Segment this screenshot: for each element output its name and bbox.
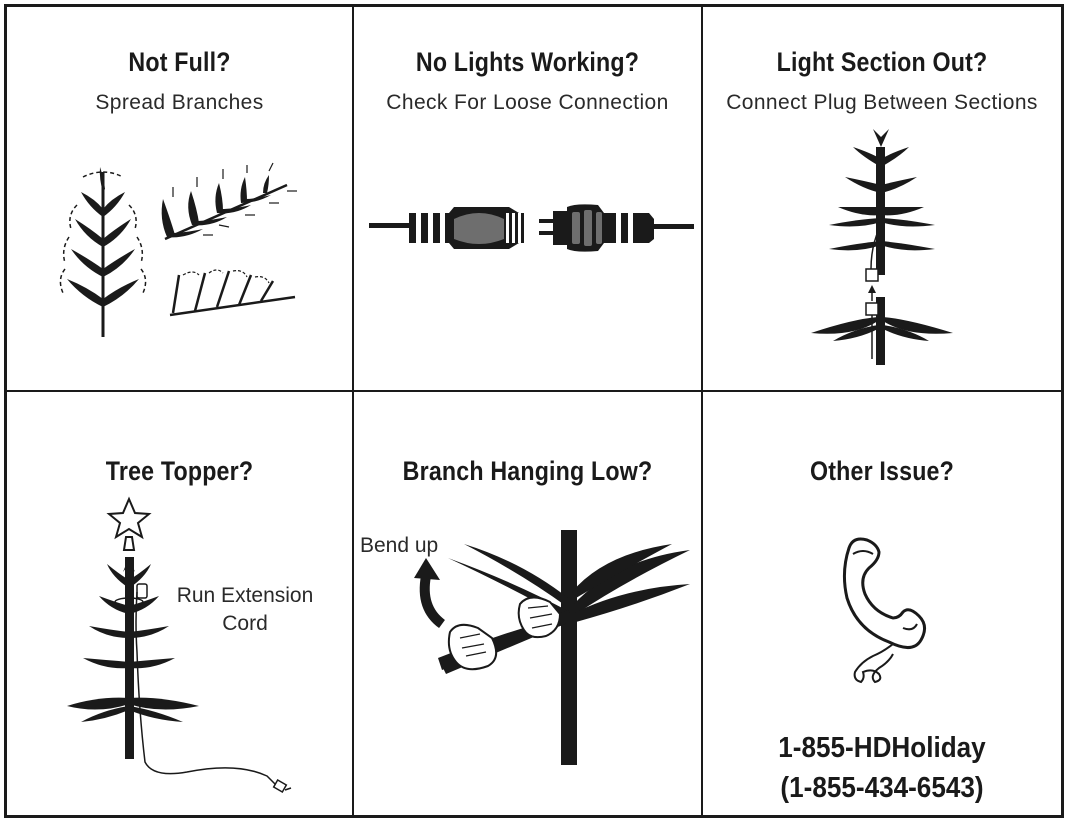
spread-branch-icon: [59, 167, 147, 337]
run-extension-label: Run Extension Cord: [170, 582, 320, 638]
hand-bending-branch-icon: [438, 530, 690, 765]
panel-title: Branch Hanging Low?: [402, 456, 653, 486]
panel-not-full: Not Full? Spread Branches: [7, 7, 352, 390]
grid-divider-row: [7, 390, 1061, 392]
panel-tree-topper: Tree Topper? Run Extension Cord: [7, 392, 352, 815]
grid-divider-2: [701, 7, 703, 815]
branch-tips-icon: [169, 269, 296, 317]
panel-other-issue: Other Issue? 1-855-HDHoliday (1-855-434-…: [703, 392, 1061, 815]
troubleshooting-grid: Not Full? Spread Branches: [4, 4, 1064, 818]
panel-title: Other Issue?: [809, 456, 954, 486]
panel-branch-low: Branch Hanging Low? Bend up: [354, 392, 701, 815]
branch-arrows-icon: [161, 162, 297, 241]
panel-subtitle: Spread Branches: [95, 91, 264, 114]
panel-title: Not Full?: [128, 47, 231, 77]
panel-subtitle: Check For Loose Connection: [386, 91, 669, 114]
panel-title: Tree Topper?: [105, 456, 254, 486]
label-line-1: Run Extension: [176, 584, 314, 607]
grid-divider-1: [352, 7, 354, 815]
tree-extension-cord-icon: [67, 557, 292, 793]
panel-title: Light Section Out?: [776, 47, 988, 77]
panel-title: No Lights Working?: [415, 47, 640, 77]
curved-arrow-icon: [414, 558, 446, 629]
plug-connector-icon: [369, 207, 524, 249]
panel-no-lights: No Lights Working? Check For Loose Conne…: [354, 7, 701, 390]
star-topper-icon: [106, 496, 152, 551]
phone-number: 1-855-HDHoliday: [778, 732, 986, 764]
tree-section-plug-icon: [811, 129, 953, 365]
panel-light-section: Light Section Out? Connect Plug Between …: [703, 7, 1061, 390]
bend-up-label: Bend up: [360, 534, 439, 557]
telephone-handset-icon: [842, 537, 926, 684]
label-line-2: Cord: [222, 612, 268, 635]
socket-connector-icon: [539, 204, 694, 252]
phone-number-digits: (1-855-434-6543): [780, 772, 984, 804]
panel-subtitle: Connect Plug Between Sections: [726, 91, 1038, 114]
